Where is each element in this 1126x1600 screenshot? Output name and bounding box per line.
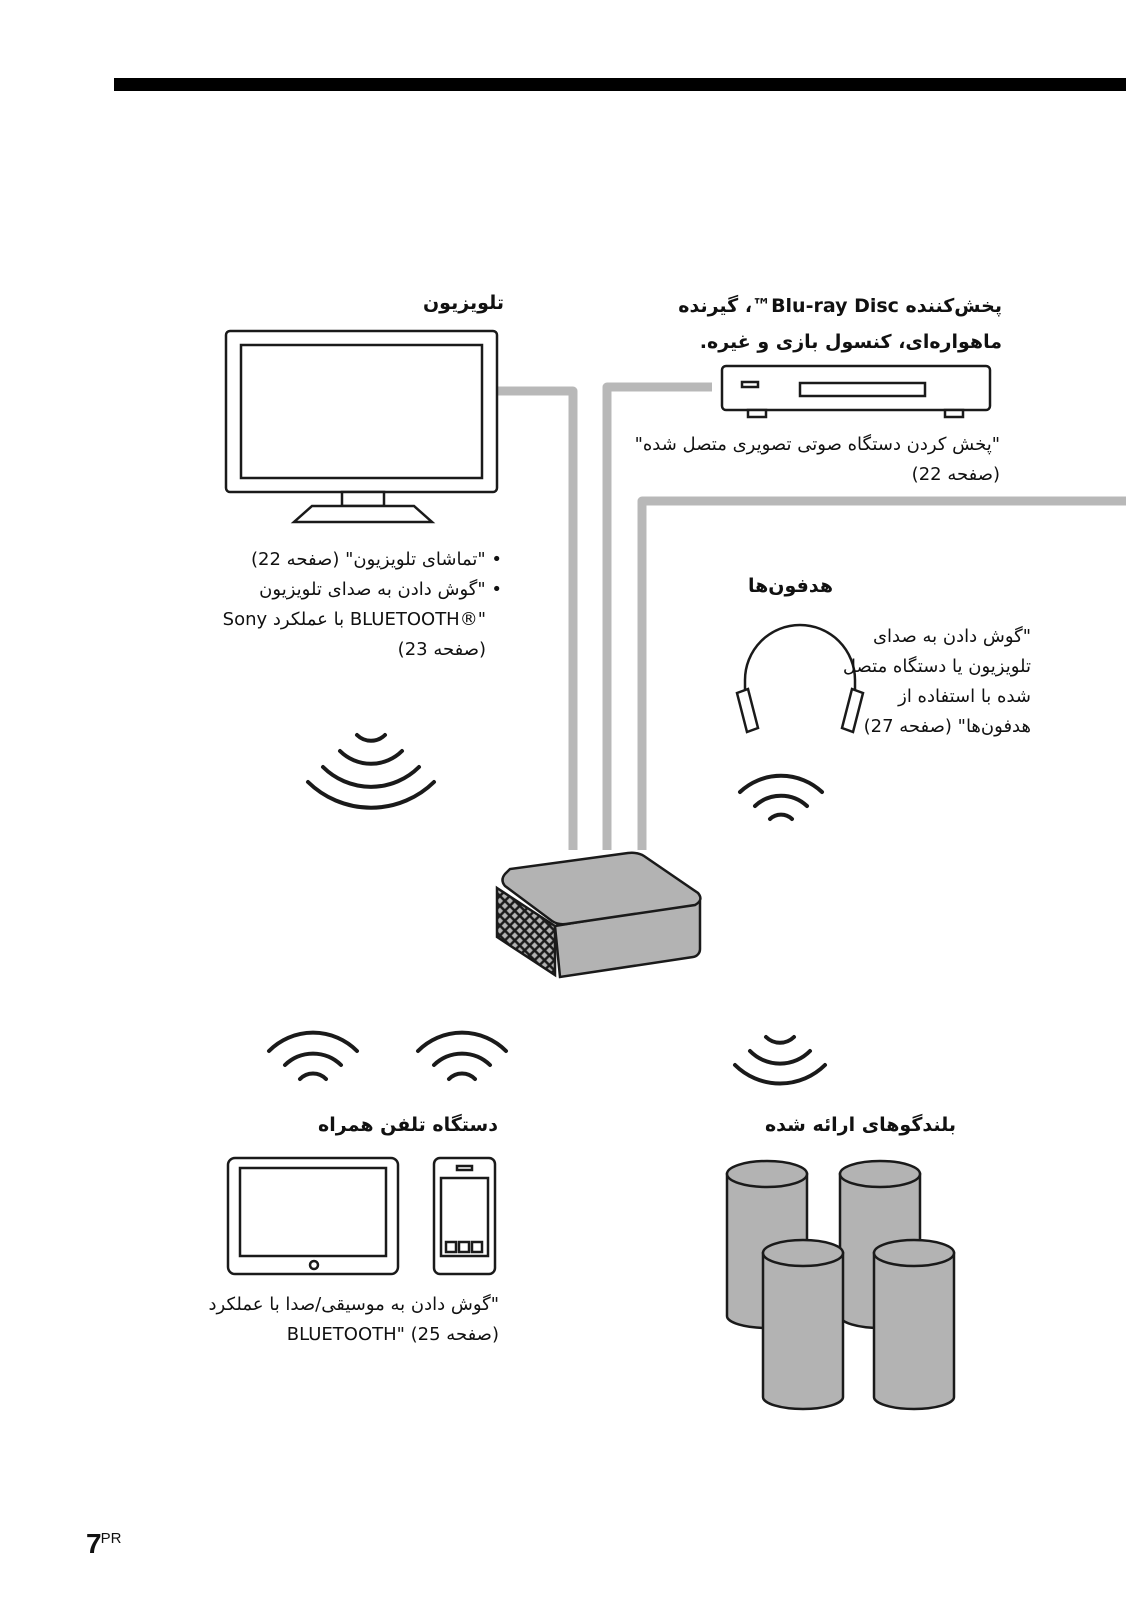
headphones-desc-line3: شده با استفاده از <box>898 686 1031 707</box>
cables <box>497 382 1126 850</box>
tv-bullet-listen-line2: Sony با عملکرد BLUETOOTH®" <box>222 609 486 630</box>
bluray-page-ref: (صفحه 22) <box>911 464 1000 485</box>
headphones-desc-line4: هدفون‌ها" (صفحه 27) <box>863 716 1031 737</box>
tv-cable <box>497 386 578 850</box>
wireless-wave-icon <box>416 1030 508 1081</box>
page-number: 7PR <box>86 1528 121 1560</box>
tv-bullet-watch: • "تماشای تلویزیون" (صفحه 22) <box>251 549 502 570</box>
wireless-wave-icon <box>267 1030 359 1081</box>
tv-title: تلویزیون <box>422 292 504 314</box>
smartphone-icon <box>432 1156 497 1276</box>
central-unit-icon <box>495 851 702 979</box>
speakers-title: بلندگوهای ارائه شده <box>764 1114 956 1136</box>
speakers-icon <box>725 1159 956 1411</box>
tv-bullet-listen-line3: (صفحه 23) <box>397 639 486 660</box>
wireless-wave-icon <box>738 773 824 821</box>
bluray-description: "پخش کردن دستگاه صوتی تصویری متصل شده" <box>634 434 1000 455</box>
page-number-value: 7 <box>86 1528 102 1559</box>
page-number-suffix: PR <box>100 1530 122 1547</box>
bluray-title-line1: پخش‌کننده Blu-ray Disc™، گیرنده <box>678 295 1002 317</box>
top-rule <box>114 78 1126 91</box>
headphones-desc-line2: تلویزیون یا دستگاه متصل <box>842 656 1031 677</box>
tablet-icon <box>226 1156 400 1276</box>
tv-bullet-listen-line1: • "گوش دادن به صدای تلویزیون <box>259 579 502 600</box>
bluray-title-line2: ماهواره‌ای، کنسول بازی و غیره. <box>699 331 1002 353</box>
tv-icon <box>224 329 499 524</box>
bluray-player-icon <box>720 364 992 419</box>
wireless-wave-icon <box>733 1035 827 1086</box>
mobile-title: دستگاه تلفن همراه <box>318 1114 498 1136</box>
headphones-desc-line1: "گوش دادن به صدای <box>872 626 1031 647</box>
mobile-desc-line2: BLUETOOTH" (صفحه 25) <box>286 1324 499 1345</box>
headphone-transmitter-cable <box>637 496 1126 850</box>
headphones-title: هدفون‌ها <box>747 575 833 597</box>
mobile-desc-line1: "گوش دادن به موسیقی/صدا با عملکرد <box>208 1294 500 1315</box>
wireless-wave-icon <box>306 733 436 810</box>
bluray-cable <box>602 382 712 850</box>
headphones-icon <box>735 623 865 734</box>
